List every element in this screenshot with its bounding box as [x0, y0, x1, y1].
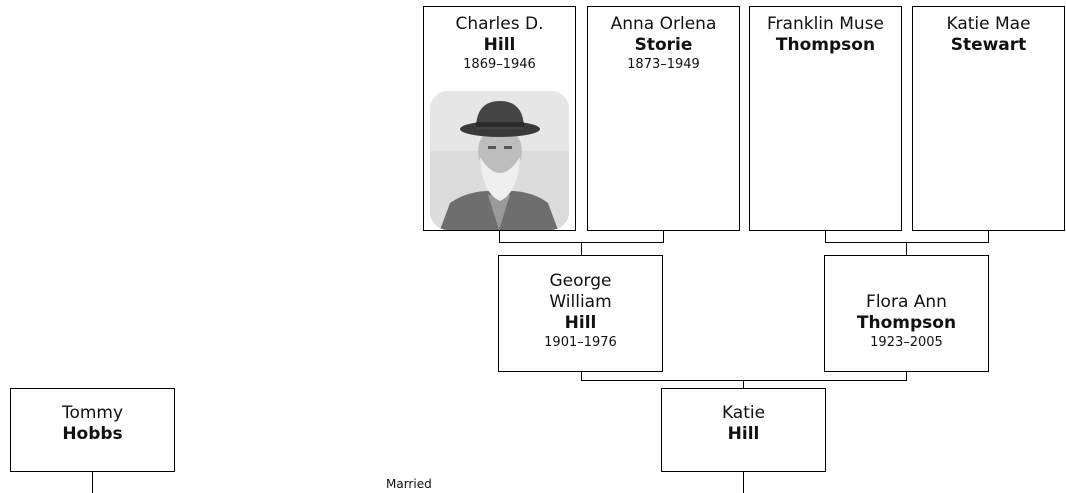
given-name: Katie Mae [946, 14, 1031, 34]
marriage-connector-line [92, 472, 93, 493]
given-name: Tommy [61, 403, 124, 423]
person-card-charles-hill[interactable]: Charles D. Hill 1869–1946 [423, 6, 576, 231]
person-card-franklin-thompson[interactable]: Franklin Muse Thompson [749, 6, 902, 231]
connector-line [906, 372, 907, 381]
person-card-tommy-hobbs[interactable]: Tommy Hobbs [10, 388, 175, 472]
surname: Hill [483, 35, 516, 55]
given-name: George William [549, 271, 612, 312]
marriage-connector-line [743, 472, 744, 493]
married-label: Married [386, 477, 432, 491]
given-name: Anna Orlena [610, 14, 717, 34]
person-card-anna-storie[interactable]: Anna Orlena Storie 1873–1949 [587, 6, 740, 231]
connector-line [663, 231, 664, 243]
connector-line [499, 231, 500, 243]
surname: Hobbs [62, 424, 123, 444]
person-card-george-hill[interactable]: George William Hill 1901–1976 [498, 255, 663, 372]
given-name: Katie [721, 403, 766, 423]
connector-line [825, 242, 989, 243]
surname: Storie [634, 35, 693, 55]
connector-line [906, 242, 907, 255]
surname: Hill [564, 313, 597, 333]
surname: Stewart [950, 35, 1027, 55]
life-dates: 1873–1949 [627, 57, 700, 72]
given-name: Franklin Muse [767, 14, 884, 34]
life-dates: 1923–2005 [870, 335, 943, 350]
surname: Hill [727, 424, 760, 444]
portrait-icon [430, 91, 569, 230]
surname: Thompson [775, 35, 876, 55]
portrait-photo[interactable] [430, 91, 569, 230]
life-dates: 1869–1946 [463, 57, 536, 72]
person-card-flora-thompson[interactable]: Flora Ann Thompson 1923–2005 [824, 255, 989, 372]
connector-line [581, 242, 582, 255]
life-dates: 1901–1976 [544, 335, 617, 350]
connector-line [988, 231, 989, 243]
surname: Thompson [856, 313, 957, 333]
person-card-katie-hill[interactable]: Katie Hill [661, 388, 826, 472]
person-card-katie-mae-stewart[interactable]: Katie Mae Stewart [912, 6, 1065, 231]
connector-line [825, 231, 826, 243]
connector-line [581, 380, 907, 381]
connector-line [743, 380, 744, 388]
given-name: Flora Ann [866, 292, 947, 312]
connector-line [581, 372, 582, 381]
given-name: Charles D. [455, 14, 544, 34]
